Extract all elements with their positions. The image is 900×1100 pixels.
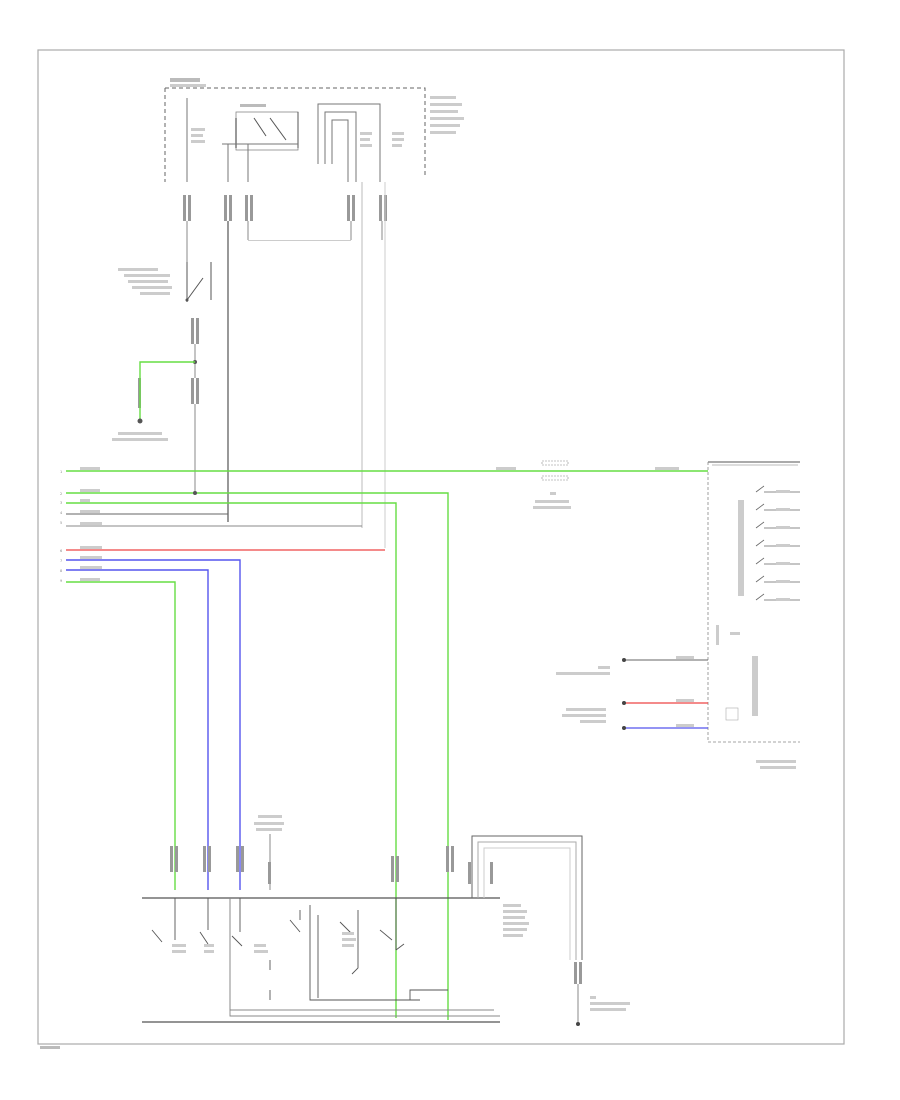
svg-text:6: 6	[60, 549, 62, 553]
svg-text:4: 4	[60, 511, 63, 515]
wire-3	[66, 502, 397, 1018]
connector-switch-block-right	[707, 461, 800, 769]
switch-assembly	[118, 262, 212, 302]
svg-text:8: 8	[60, 569, 62, 573]
svg-text:2: 2	[60, 492, 62, 496]
ground-point	[112, 418, 168, 441]
wire-bus: 1 2 3 4 5 6 7 8 9	[60, 470, 63, 583]
top-connectors	[183, 195, 387, 221]
diagram-frame	[37, 49, 845, 1045]
wire-9	[66, 581, 176, 890]
splice-connector	[533, 460, 571, 509]
svg-text:9: 9	[60, 579, 62, 583]
wire-ground-branch	[139, 361, 195, 420]
svg-text:1: 1	[60, 470, 62, 474]
wire-7	[66, 559, 241, 890]
svg-text:5: 5	[60, 521, 62, 525]
lower-control-module	[142, 835, 583, 1023]
svg-text:3: 3	[60, 501, 62, 505]
lower-right-ground	[574, 962, 630, 1026]
wire-2	[66, 492, 449, 1020]
wire-8	[66, 569, 209, 890]
top-fuse-relay-block	[164, 78, 464, 182]
svg-text:7: 7	[60, 559, 62, 563]
